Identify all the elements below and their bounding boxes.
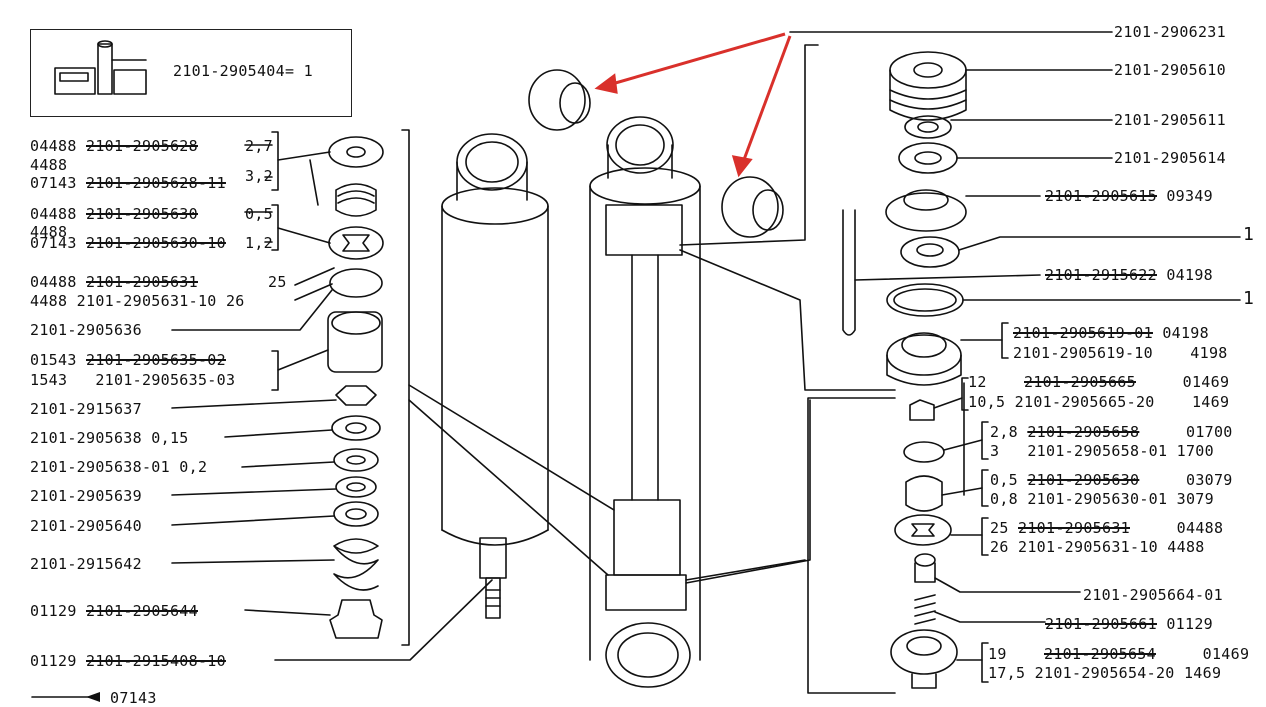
- right-row-19: 2101-2905664-01: [1083, 586, 1223, 604]
- left-row-19: 01129 2101-2915408-10: [30, 652, 226, 670]
- right-row-12: 10,5 2101-2905665-20 1469: [968, 393, 1230, 411]
- left-row-6: 07143 2101-2905630-10: [30, 234, 226, 252]
- left-row-1-size: 2,7: [245, 137, 273, 155]
- right-row-8: 1: [1243, 288, 1255, 309]
- left-row-4-size: 0,5: [245, 205, 273, 223]
- right-row-22: 17,5 2101-2905654-20 1469: [988, 664, 1222, 682]
- left-row-3: 07143 2101-2905628-11: [30, 174, 226, 192]
- kit-package-icon: [54, 40, 147, 95]
- left-row-3-size: 3,2: [245, 167, 273, 185]
- kit-label: 2101-2905404= 1: [173, 62, 314, 80]
- right-row-18: 26 2101-2905631-10 4488: [990, 538, 1205, 556]
- center-shock-absorber: [589, 116, 701, 688]
- right-row-1: 2101-2906231: [1114, 23, 1226, 41]
- left-row-5: 4488: [30, 223, 68, 241]
- right-row-17: 25 2101-2905631 04488: [990, 519, 1224, 537]
- left-shock-absorber: [441, 133, 549, 619]
- left-row-2: 4488: [30, 156, 68, 174]
- right-row-4: 2101-2905614: [1114, 149, 1226, 167]
- kit-inset-box: [30, 29, 352, 117]
- lower-bracket: [807, 397, 896, 694]
- right-row-20: 2101-2905661 01129: [1045, 615, 1213, 633]
- bushing-top-right: [721, 176, 784, 238]
- red-arrows: [594, 32, 792, 178]
- top-bracket: [679, 44, 819, 246]
- left-row-7: 04488 2101-2905631: [30, 273, 198, 291]
- right-row-9: 2101-2905619-01 04198: [1013, 324, 1209, 342]
- right-row-14: 3 2101-2905658-01 1700: [990, 442, 1214, 460]
- left-row-6-size: 1,2: [245, 234, 273, 252]
- left-row-20: 07143: [110, 689, 157, 707]
- left-row-14: 2101-2905638-01 0,2: [30, 458, 208, 476]
- right-row-2: 2101-2905610: [1114, 61, 1226, 79]
- left-row-1: 04488 2101-2905628: [30, 137, 198, 155]
- right-row-13: 2,8 2101-2905658 01700: [990, 423, 1233, 441]
- right-parts-stack: [885, 51, 967, 689]
- left-row-7-size: 25: [268, 273, 287, 291]
- left-row-12: 2101-2915637: [30, 400, 142, 418]
- left-row-4: 04488 2101-2905630: [30, 205, 198, 223]
- right-row-16: 0,8 2101-2905630-01 3079: [990, 490, 1214, 508]
- right-row-6: 1: [1243, 224, 1255, 245]
- left-parts-stack: [327, 136, 384, 639]
- left-row-16: 2101-2905640: [30, 517, 142, 535]
- right-row-3: 2101-2905611: [1114, 111, 1226, 129]
- bushing-top-left: [528, 69, 591, 131]
- left-row-9: 2101-2905636: [30, 321, 142, 339]
- rod-2915622: [842, 209, 856, 336]
- left-bracket: [401, 129, 410, 646]
- right-row-5: 2101-2905615 09349: [1045, 187, 1213, 205]
- left-row-8: 4488 2101-2905631-10 26: [30, 292, 245, 310]
- left-row-10: 01543 2101-2905635-02: [30, 351, 226, 369]
- left-row-15: 2101-2905639: [30, 487, 142, 505]
- right-row-10: 2101-2905619-10 4198: [1013, 344, 1228, 362]
- left-row-11: 1543 2101-2905635-03: [30, 371, 236, 389]
- right-row-11: 12 2101-2905665 01469: [968, 373, 1230, 391]
- left-row-18: 01129 2101-2905644: [30, 602, 198, 620]
- left-row-13: 2101-2905638 0,15: [30, 429, 189, 447]
- left-row-17: 2101-2915642: [30, 555, 142, 573]
- right-row-15: 0,5 2101-2905630 03079: [990, 471, 1233, 489]
- right-row-21: 19 2101-2905654 01469: [988, 645, 1250, 663]
- right-row-7: 2101-2915622 04198: [1045, 266, 1213, 284]
